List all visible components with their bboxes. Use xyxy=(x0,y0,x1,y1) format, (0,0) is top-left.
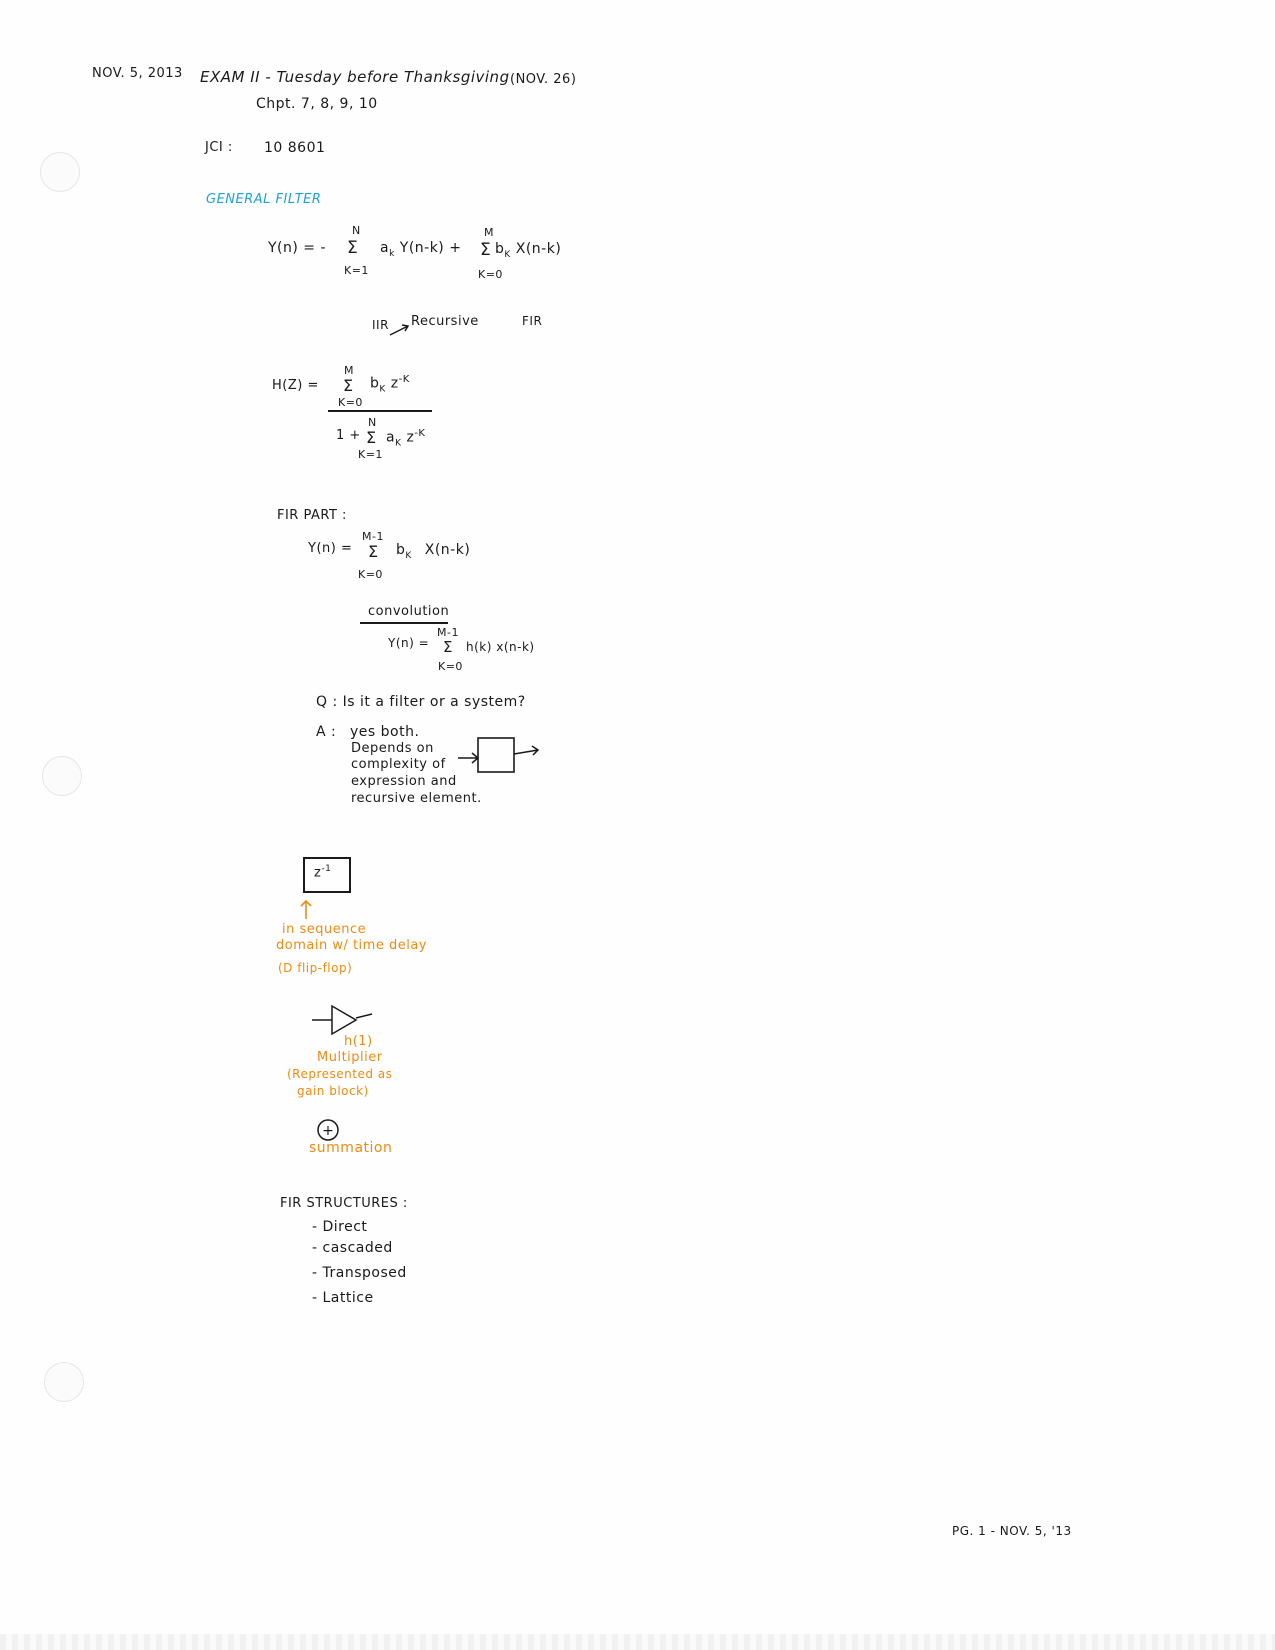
num-z: z xyxy=(390,375,399,392)
qa-detail-line: Depends on xyxy=(351,741,434,756)
convolution-underline xyxy=(360,622,448,624)
fir-part-bottom: K=0 xyxy=(358,568,383,581)
convolution-lhs: Y(n) = xyxy=(388,636,430,650)
fir-part-rest: X(n-k) xyxy=(424,542,471,558)
gain-triangle-icon xyxy=(312,1004,373,1036)
convolution-top: M-1 xyxy=(437,626,459,639)
den-sub: K xyxy=(395,438,402,449)
note-date: NOV. 5, 2013 xyxy=(92,66,183,81)
qa-detail-line: complexity of xyxy=(351,757,446,772)
qa-answer-label: A : xyxy=(316,724,337,740)
den-body: a xyxy=(386,429,396,446)
delay-label: z-1 xyxy=(314,864,331,880)
fir-part-body: b xyxy=(396,542,406,558)
up-arrow-icon xyxy=(300,899,312,919)
jci-label: JCI : xyxy=(205,140,233,155)
sum2-sub: K xyxy=(504,249,511,260)
sum1-rest: Y(n-k) + xyxy=(399,240,462,256)
gain-desc-line: gain block) xyxy=(297,1084,369,1098)
binder-hole-top xyxy=(40,152,80,192)
gain-desc-line: Multiplier xyxy=(317,1050,383,1065)
chapters: Chpt. 7, 8, 9, 10 xyxy=(256,96,378,112)
num-body: b xyxy=(370,375,380,392)
fir-label: FIR xyxy=(522,314,543,328)
page-footer: PG. 1 - NOV. 5, '13 xyxy=(952,1524,1072,1538)
fir-part-lhs: Y(n) = xyxy=(308,541,353,556)
delay-desc-line: (D flip-flop) xyxy=(278,961,353,975)
den-exp: -K xyxy=(414,428,426,439)
num-sub: K xyxy=(379,384,386,395)
general-eq-lhs: Y(n) = - xyxy=(268,240,327,256)
binder-hole-bottom xyxy=(44,1362,84,1402)
fir-part-sub: K xyxy=(405,550,412,561)
sum2-body: b xyxy=(495,241,505,257)
fir-part-sigma-icon: Σ xyxy=(368,542,379,561)
num-bottom: K=0 xyxy=(338,396,363,409)
delay-exp: -1 xyxy=(321,864,332,874)
fir-structure-item: - Direct xyxy=(312,1219,368,1235)
fir-structure-item: - Transposed xyxy=(312,1265,407,1281)
fir-part-heading: FIR PART : xyxy=(277,508,347,523)
qa-question: Q : Is it a filter or a system? xyxy=(316,694,526,710)
sum2-top: M xyxy=(484,226,494,239)
num-exp: -K xyxy=(398,374,410,385)
exam-date: (NOV. 26) xyxy=(510,72,577,87)
delay-block xyxy=(303,857,351,893)
den-sigma-icon: Σ xyxy=(366,428,377,447)
num-term: bK z-K xyxy=(370,374,410,394)
general-filter-heading: GENERAL FILTER xyxy=(206,192,322,207)
transfer-lhs: H(Z) = xyxy=(272,378,319,393)
sum1-body: a xyxy=(380,240,390,256)
den-top: N xyxy=(368,416,377,429)
recursive-label: Recursive xyxy=(411,314,479,329)
num-top: M xyxy=(344,364,354,377)
summation-desc: summation xyxy=(309,1140,393,1156)
sum2-coeff: bK X(n-k) xyxy=(495,241,561,260)
convolution-rest: h(k) x(n-k) xyxy=(466,640,535,654)
convolution-heading: convolution xyxy=(368,604,450,619)
iir-arrow-icon xyxy=(389,324,410,336)
qa-detail-line: recursive element. xyxy=(351,791,482,806)
fir-part-top: M-1 xyxy=(362,530,384,543)
convolution-bottom: K=0 xyxy=(438,660,463,673)
exam-title: EXAM II - Tuesday before Thanksgiving xyxy=(200,68,510,86)
fir-structures-heading: FIR STRUCTURES : xyxy=(280,1196,408,1211)
scan-edge xyxy=(0,1634,1275,1650)
delay-desc-line: in sequence xyxy=(282,922,367,937)
qa-answer: yes both. xyxy=(350,724,420,740)
qa-detail-line: expression and xyxy=(351,774,457,789)
delay-desc-line: domain w/ time delay xyxy=(276,938,427,953)
fir-structure-item: - Lattice xyxy=(312,1290,374,1306)
binder-hole-middle xyxy=(42,756,82,796)
den-prefix: 1 + xyxy=(336,428,361,443)
gain-desc-line: (Represented as xyxy=(287,1067,393,1081)
den-bottom: K=1 xyxy=(358,448,383,461)
jci-value: 10 8601 xyxy=(264,140,326,156)
sum2-sigma-icon: Σ xyxy=(480,240,492,260)
fir-structure-item: - cascaded xyxy=(312,1240,393,1256)
sum1-bottom: K=1 xyxy=(344,264,369,277)
sum1-coeff: ak Y(n-k) + xyxy=(380,240,461,259)
summation-symbol: + xyxy=(322,1123,334,1139)
fraction-bar xyxy=(328,410,432,412)
system-block-diagram-icon xyxy=(458,737,540,773)
sum2-rest: X(n-k) xyxy=(515,241,562,257)
sum1-sigma-icon: Σ xyxy=(347,238,359,258)
num-sigma-icon: Σ xyxy=(343,376,354,395)
sum1-sub: k xyxy=(389,248,395,259)
sum2-bottom: K=0 xyxy=(478,268,503,281)
delay-z: z xyxy=(314,865,322,881)
den-z: z xyxy=(406,429,415,446)
summation-circle-icon: + xyxy=(317,1119,339,1141)
convolution-sigma-icon: Σ xyxy=(443,638,453,656)
den-term: aK z-K xyxy=(386,428,425,448)
sum1-top: N xyxy=(352,224,361,237)
fir-part-term: bK X(n-k) xyxy=(396,542,470,561)
iir-label: IIR xyxy=(372,318,389,332)
gain-label: h(1) xyxy=(344,1034,373,1049)
